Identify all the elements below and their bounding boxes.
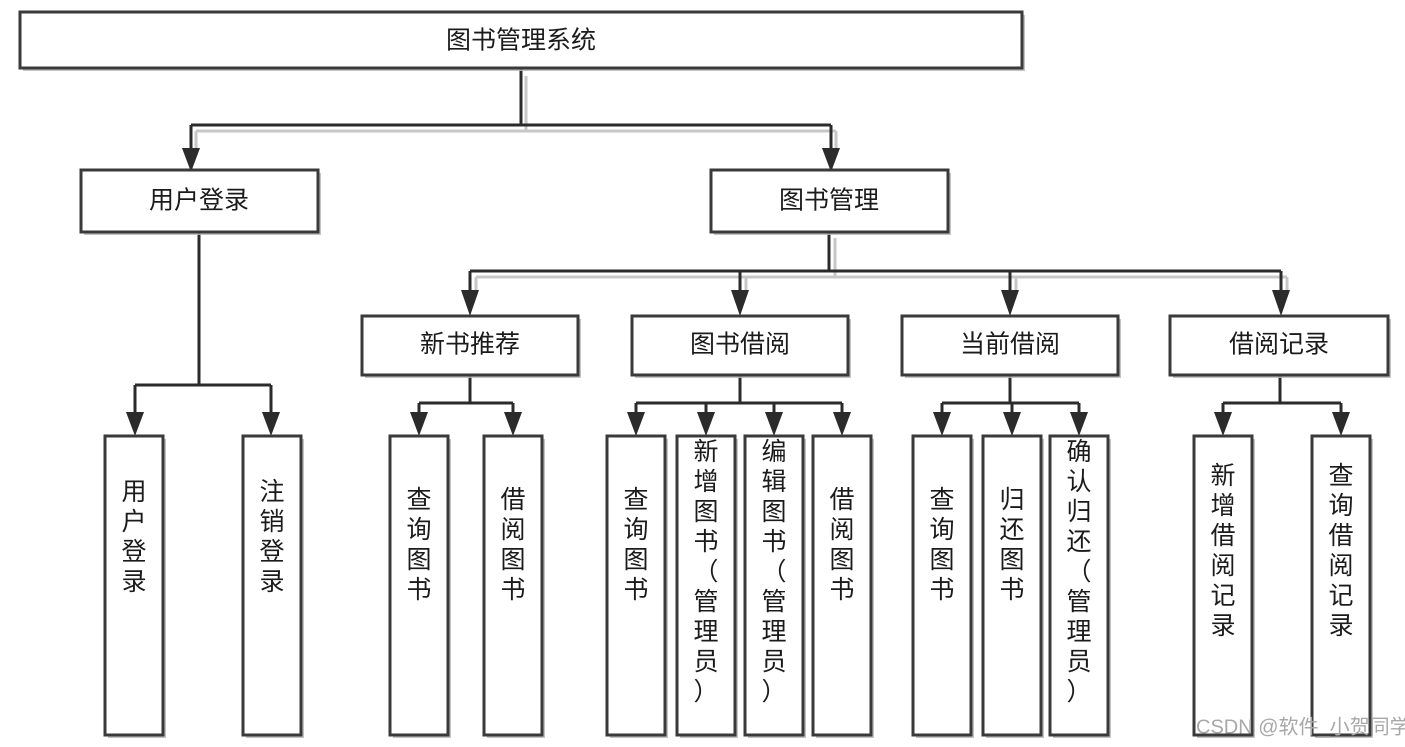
node-new-book-recommend[interactable]: 新书推荐 <box>360 314 581 378</box>
node-root-label: 图书管理系统 <box>446 27 596 55</box>
node-root[interactable]: 图书管理系统 <box>18 10 1025 71</box>
node-book-borrow-box[interactable] <box>630 314 850 377</box>
node-leaf-add-book-label: 新增图书（管理员） <box>693 438 718 706</box>
connector-book-manage-shadow <box>474 238 1289 295</box>
arrow-head-leaf-query-book-3 <box>933 412 951 436</box>
arrow-head-leaf-edit-book <box>765 412 783 436</box>
node-user-login-box[interactable] <box>79 168 320 234</box>
node-leaf-user-logout-box[interactable] <box>241 434 303 737</box>
arrow-head-leaf-user-logout <box>262 412 280 436</box>
node-leaf-borrow-book-1[interactable]: 借阅图书 <box>482 434 545 738</box>
node-book-manage-label: 图书管理 <box>779 187 879 215</box>
node-leaf-query-book-3[interactable]: 查询图书 <box>911 434 974 738</box>
node-leaf-return-book-label: 归还图书 <box>999 486 1024 604</box>
arrow-head-leaf-query-book-2 <box>627 412 645 436</box>
node-leaf-borrow-book-1-label: 借阅图书 <box>500 486 525 604</box>
node-leaf-add-record-label: 新增借阅记录 <box>1210 462 1235 640</box>
node-leaf-add-record[interactable]: 新增借阅记录 <box>1192 434 1255 738</box>
node-leaf-borrow-book-2-box[interactable] <box>811 434 873 737</box>
arrow-head-leaf-confirm-return <box>1070 412 1088 436</box>
node-borrow-record-box[interactable] <box>1168 314 1390 377</box>
node-current-borrow-label: 当前借阅 <box>960 331 1060 359</box>
arrow-head-leaf-user-login <box>126 412 144 436</box>
node-leaf-confirm-return-label: 确认归还（管理员） <box>1066 438 1091 706</box>
arrow-head-leaf-borrow-book-2 <box>833 412 851 436</box>
arrow-head-book-borrow <box>731 290 749 316</box>
node-user-login-label: 用户登录 <box>149 187 249 215</box>
node-leaf-borrow-book-2[interactable]: 借阅图书 <box>811 434 874 738</box>
connector-root-to-level1 <box>189 68 833 148</box>
node-leaf-return-book-box[interactable] <box>981 434 1043 737</box>
node-leaf-query-record[interactable]: 查询借阅记录 <box>1310 434 1373 738</box>
node-leaf-return-book[interactable]: 归还图书 <box>981 434 1044 738</box>
arrow-head-new-book-recommend <box>461 290 479 316</box>
node-leaf-borrow-book-2-label: 借阅图书 <box>829 486 854 604</box>
connector-book-manage-to-level2 <box>468 232 1283 290</box>
node-leaf-add-book[interactable]: 新增图书（管理员） <box>675 434 738 738</box>
node-leaf-user-login[interactable]: 用户登录 <box>103 434 166 738</box>
arrow-head-leaf-borrow-book-1 <box>504 412 522 436</box>
node-leaf-user-login-box[interactable] <box>103 434 165 737</box>
node-leaf-query-record-label: 查询借阅记录 <box>1328 462 1353 640</box>
arrow-head-user-login <box>182 148 200 172</box>
node-leaf-query-book-1[interactable]: 查询图书 <box>388 434 451 738</box>
node-leaf-query-book-2-box[interactable] <box>605 434 667 737</box>
node-book-borrow[interactable]: 图书借阅 <box>630 314 851 378</box>
connector-root-shadow <box>194 76 838 153</box>
node-leaf-query-book-1-label: 查询图书 <box>406 486 431 604</box>
connector-user-login-to-leaves <box>133 232 273 412</box>
arrow-head-leaf-return-book <box>1003 412 1021 436</box>
arrow-head-book-manage <box>822 148 840 172</box>
connector-borrow-record-to-leaves <box>1221 375 1343 414</box>
node-leaf-query-book-1-box[interactable] <box>388 434 450 737</box>
connector-group <box>126 68 1350 436</box>
node-leaf-add-record-box[interactable] <box>1192 434 1254 737</box>
node-leaf-edit-book[interactable]: 编辑图书（管理员） <box>743 434 806 738</box>
node-leaf-query-book-2-label: 查询图书 <box>623 486 648 604</box>
node-leaf-borrow-book-1-box[interactable] <box>482 434 544 737</box>
node-current-borrow-box[interactable] <box>900 314 1120 377</box>
node-borrow-record[interactable]: 借阅记录 <box>1168 314 1391 378</box>
node-new-book-recommend-label: 新书推荐 <box>420 331 520 359</box>
node-leaf-query-record-box[interactable] <box>1310 434 1372 737</box>
node-book-manage[interactable]: 图书管理 <box>709 168 951 235</box>
arrow-head-leaf-add-book <box>697 412 715 436</box>
node-current-borrow[interactable]: 当前借阅 <box>900 314 1121 378</box>
arrow-head-leaf-query-record <box>1332 412 1350 436</box>
connector-current-borrow-to-leaves <box>940 375 1081 414</box>
node-leaf-query-book-3-box[interactable] <box>911 434 973 737</box>
node-leaf-confirm-return[interactable]: 确认归还（管理员） <box>1048 434 1111 738</box>
node-leaf-edit-book-label: 编辑图书（管理员） <box>761 438 786 706</box>
node-leaf-query-book-2[interactable]: 查询图书 <box>605 434 668 738</box>
node-leaf-add-book-box[interactable] <box>675 434 737 737</box>
node-leaf-user-logout[interactable]: 注销登录 <box>241 434 304 738</box>
node-leaf-query-book-3-label: 查询图书 <box>929 486 954 604</box>
arrow-head-current-borrow <box>1001 290 1019 316</box>
watermark-label: CSDN @软件_小贺同学 <box>1196 715 1405 738</box>
connector-new-book-recommend-to-leaves <box>417 375 515 414</box>
connector-book-borrow-to-leaves <box>634 375 844 414</box>
node-leaf-user-logout-label: 注销登录 <box>259 478 284 596</box>
node-new-book-recommend-box[interactable] <box>360 314 580 377</box>
node-leaf-edit-book-box[interactable] <box>743 434 805 737</box>
node-leaf-user-login-label: 用户登录 <box>121 478 146 596</box>
node-book-manage-box[interactable] <box>709 168 950 234</box>
arrow-head-leaf-query-book-1 <box>410 412 428 436</box>
node-book-borrow-label: 图书借阅 <box>690 331 790 359</box>
node-leaf-confirm-return-box[interactable] <box>1048 434 1110 737</box>
arrow-head-borrow-record <box>1272 290 1290 316</box>
node-borrow-record-label: 借阅记录 <box>1229 331 1329 359</box>
arrow-head-leaf-add-record <box>1214 412 1232 436</box>
node-user-login[interactable]: 用户登录 <box>79 168 321 235</box>
node-root-box[interactable] <box>18 10 1024 70</box>
